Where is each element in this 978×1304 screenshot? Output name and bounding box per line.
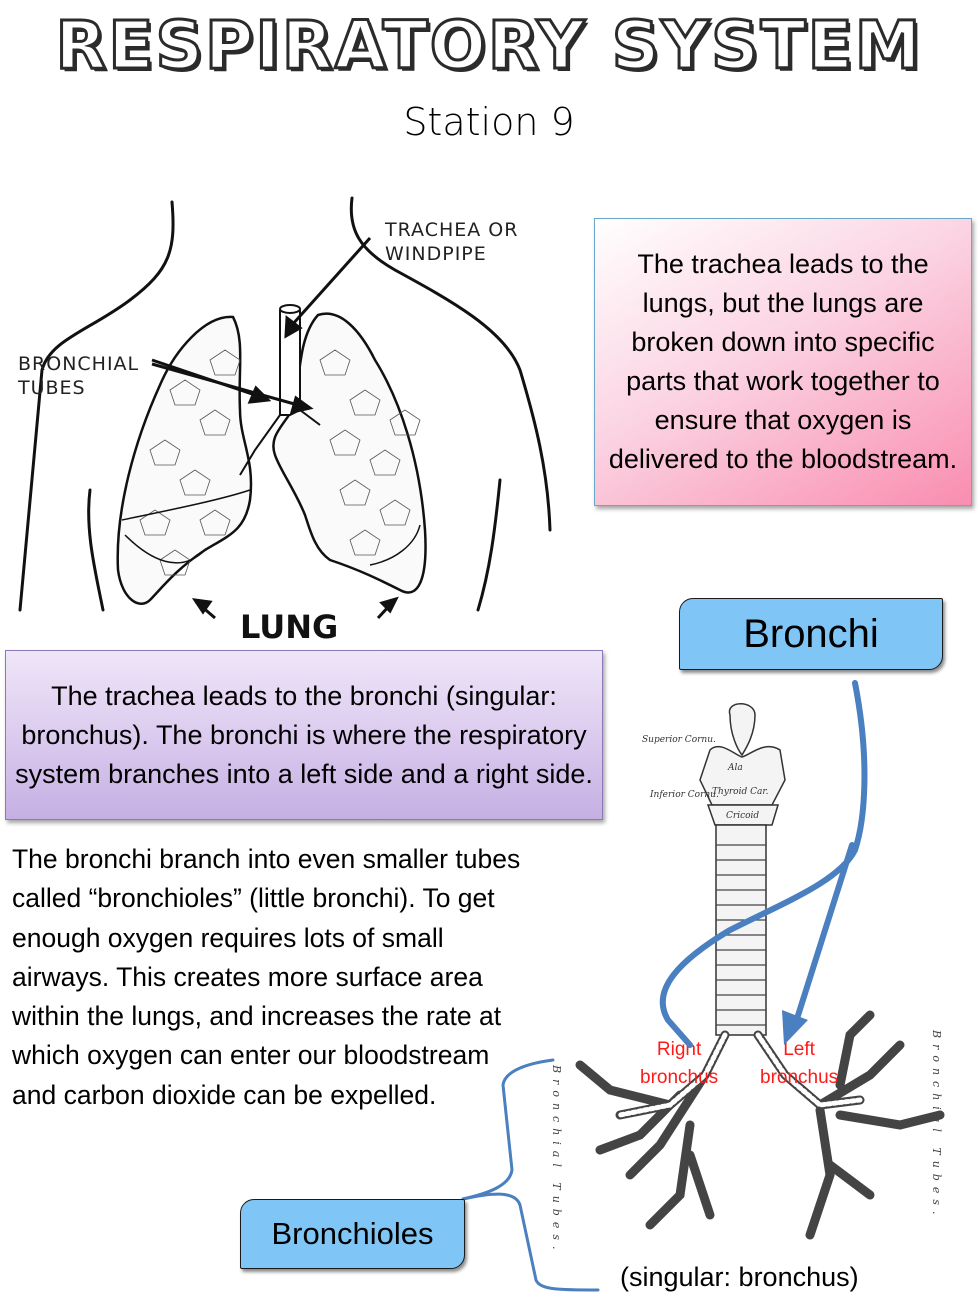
lung-label: LUNG: [240, 608, 339, 646]
right-lung-fissure-1: [121, 489, 251, 521]
bronchial-label-line1: BRONCHIAL: [18, 353, 140, 375]
bronchi-callout: Bronchi: [679, 598, 943, 670]
left-bronchus-label: Left bronchus: [760, 1036, 838, 1092]
left-bronchus-line1: Left: [783, 1039, 815, 1060]
torso-left: [87, 488, 105, 612]
thyroid-label: Thyroid Car.: [712, 787, 769, 797]
right-bronchus-line2: bronchus: [640, 1067, 719, 1088]
bronchial-arrow-2: [151, 362, 299, 407]
bronchi-info-text: The trachea leads to the bronchi (singul…: [15, 680, 593, 789]
trachea-arrowhead: [284, 315, 303, 339]
right-bronchus-label: Right bronchus: [640, 1036, 718, 1092]
ala-label: Ala: [728, 763, 743, 773]
bronchioles-paragraph: The bronchi branch into even smaller tub…: [12, 844, 521, 1110]
lung-arrowhead-right: [379, 596, 399, 614]
bronchial-tubes-arc-left: Bronchial Tubes.: [550, 1065, 563, 1256]
lung-arrowhead-left: [191, 598, 213, 615]
trachea-rings: [715, 824, 767, 1036]
trachea-label-line1: TRACHEA OR: [385, 219, 519, 241]
left-bronchus-line2: bronchus: [760, 1067, 839, 1088]
bronchial-tubes-arc-right: Bronchial Tubes.: [930, 1030, 943, 1221]
trachea-info-text: The trachea leads to the lungs, but the …: [608, 249, 958, 474]
trachea-info-box: The trachea leads to the lungs, but the …: [594, 218, 972, 506]
lung-diagram: TRACHEA OR WINDPIPE BRONCHIAL TUBES LUNG: [0, 190, 590, 650]
singular-note: (singular: bronchus): [620, 1262, 859, 1292]
trachea-arrow: [290, 236, 372, 327]
lung-texture: [139, 349, 421, 576]
trachea-bronchi-diagram: Superior Cornu. Inferior Cornu. Ala Thyr…: [540, 695, 978, 1265]
right-lung-fissure-2: [124, 534, 206, 564]
superior-cornu-label: Superior Cornu.: [642, 735, 716, 745]
epiglottis: [728, 703, 756, 757]
bronchioles-callout: Bronchioles: [240, 1199, 465, 1269]
bronchi-info-box: The trachea leads to the bronchi (singul…: [5, 650, 603, 820]
bronchial-label-line2: TUBES: [18, 377, 86, 399]
trachea-top: [279, 304, 301, 314]
body-outline-left: [18, 200, 175, 612]
left-lung-fissure: [369, 524, 421, 566]
trachea-label-line2: WINDPIPE: [385, 243, 487, 265]
left-bronchus: [299, 409, 321, 426]
left-lung: [272, 312, 427, 594]
bronchial-tubes-label: BRONCHIAL TUBES: [18, 352, 139, 400]
bronchioles-callout-text: Bronchioles: [271, 1216, 434, 1251]
torso-right: [476, 478, 502, 612]
cricoid-label: Cricoid: [726, 811, 760, 821]
page-title: RESPIRATORY SYSTEM: [54, 6, 923, 86]
right-lung: [116, 315, 253, 605]
page-subtitle: Station 9: [403, 100, 575, 144]
right-bronchus-line1: Right: [656, 1039, 702, 1060]
trachea-illustration: [575, 703, 945, 1240]
inferior-cornu-label: Inferior Cornu.: [650, 790, 719, 800]
right-bronchus: [239, 414, 281, 476]
bronchial-arrowhead-2: [289, 395, 314, 415]
lung-illustration: [18, 196, 552, 620]
trachea-label: TRACHEA OR WINDPIPE: [385, 218, 518, 266]
bronchi-callout-text: Bronchi: [743, 611, 879, 656]
